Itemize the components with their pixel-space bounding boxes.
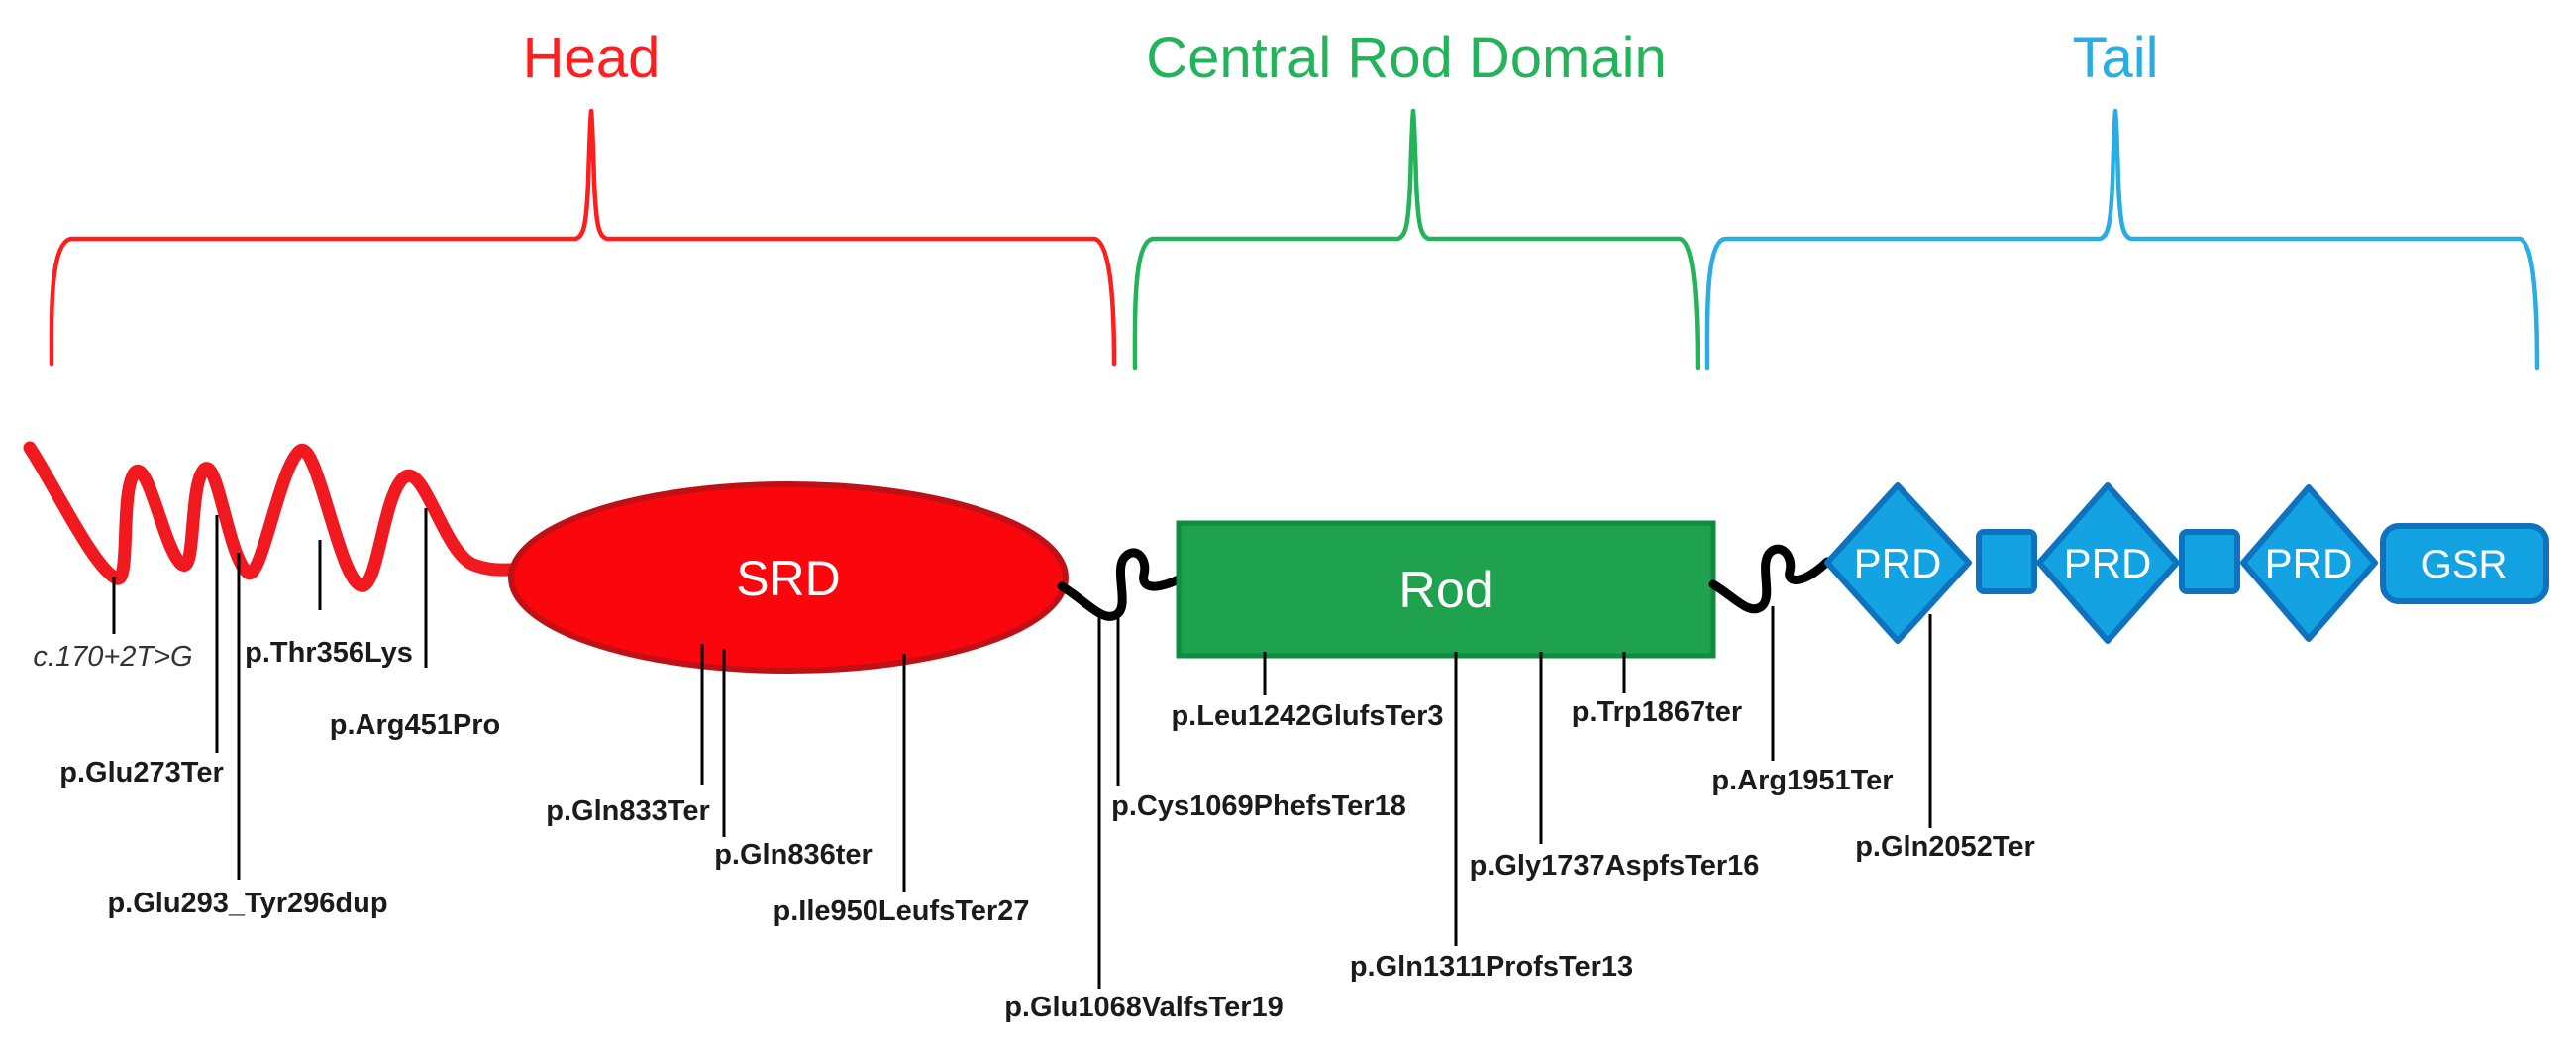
- mutation-label-glu273: p.Glu273Ter: [59, 757, 223, 788]
- prd3-domain-shape: [2240, 484, 2378, 642]
- mutation-label-gln1311: p.Gln1311ProfsTer13: [1350, 951, 1633, 983]
- tail-region-brace: [1704, 108, 2540, 371]
- tail-spacer1-shape: [1976, 529, 2037, 594]
- prd1-domain-label: PRD: [1854, 540, 1942, 586]
- mutation-label-leu1242: p.Leu1242GlufsTer3: [1171, 700, 1443, 732]
- rod-domain-shape: [1176, 520, 1716, 659]
- tail-spacer2-shape: [2179, 529, 2240, 594]
- mutation-label-arg451: p.Arg451Pro: [330, 709, 500, 741]
- srd-domain-shape: [508, 481, 1069, 674]
- tail-region-title: Tail: [2072, 26, 2158, 90]
- gsr-domain-label: GSR: [2421, 543, 2508, 586]
- mutation-label-gln833: p.Gln833Ter: [546, 795, 709, 827]
- mutation-label-arg1951: p.Arg1951Ter: [1711, 765, 1893, 796]
- srd-rod-linker-squiggle: [1057, 548, 1184, 621]
- prd1-domain-shape: [1824, 482, 1972, 644]
- mutation-label-trp1867: p.Trp1867ter: [1572, 696, 1742, 728]
- mutation-label-ile950: p.Ile950LeufsTer27: [773, 895, 1030, 927]
- prd2-domain-shape: [2036, 482, 2180, 644]
- mutation-label-glu293: p.Glu293_Tyr296dup: [107, 888, 387, 919]
- gsr-domain-shape: [2380, 523, 2549, 604]
- head-region-title: Head: [523, 26, 661, 90]
- mutation-label-glu1068: p.Glu1068ValfsTer19: [1004, 992, 1284, 1023]
- mutation-label-c170: c.170+2T>G: [33, 641, 192, 673]
- mutation-label-gly1737: p.Gly1737AspfsTer16: [1470, 850, 1760, 882]
- head-region-brace: [49, 108, 1117, 367]
- mutation-label-gln2052: p.Gln2052Ter: [1855, 831, 2035, 863]
- central-rod-region-brace: [1132, 108, 1700, 371]
- prd3-domain-label: PRD: [2265, 540, 2353, 586]
- mutation-label-thr356: p.Thr356Lys: [245, 637, 413, 669]
- rod-tail-linker-squiggle: [1708, 544, 1832, 614]
- mutation-label-cys1069: p.Cys1069PhefsTer18: [1111, 790, 1406, 822]
- srd-domain-label: SRD: [736, 551, 841, 606]
- central-rod-region-title: Central Rod Domain: [1146, 26, 1666, 90]
- mutation-label-gln836: p.Gln836ter: [714, 839, 873, 871]
- rod-domain-label: Rod: [1398, 562, 1493, 619]
- prd2-domain-label: PRD: [2064, 540, 2152, 586]
- head-squiggle-line: [23, 441, 528, 592]
